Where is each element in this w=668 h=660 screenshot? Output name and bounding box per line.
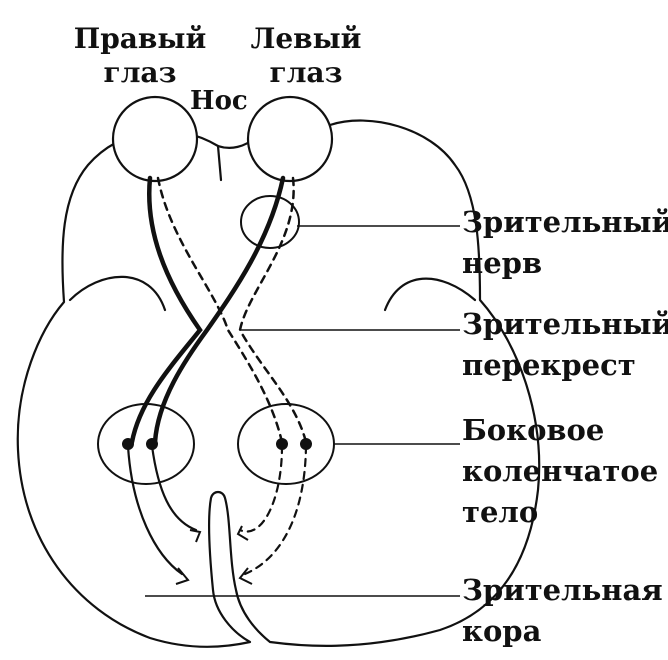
optic-nerve-label: Зрительный нерв [462, 202, 668, 284]
radiation-dashed-2 [243, 444, 308, 576]
optic-nerve-label-line1: Зрительный [462, 205, 668, 239]
visual-cortex-label: Зрительная кора [462, 570, 663, 652]
optic-chiasm-label-line1: Зрительный [462, 307, 668, 341]
nose-label: Нос [190, 86, 248, 116]
right-eye [111, 95, 199, 183]
optic-nerve-label-line2: нерв [462, 246, 543, 280]
fork-1 [175, 567, 190, 585]
lgn-label-line2: коленчатое [462, 454, 659, 488]
lgn-dot-2 [146, 438, 158, 450]
brain-outline [16, 119, 541, 648]
right-eye-label: Правый глаз [70, 22, 210, 90]
lgn-dot-3 [276, 438, 288, 450]
visual-cortex-label-line1: Зрительная [462, 573, 663, 607]
lgn-dot-1 [122, 438, 134, 450]
optic-chiasm-label-line2: перекрест [462, 348, 636, 382]
left-eye-label-line1: Левый [250, 22, 362, 55]
lgn-label-line3: тело [462, 495, 539, 529]
radiation-solid-inner [150, 444, 198, 532]
lgn-label-line1: Боковое [462, 413, 605, 447]
optic-nerve-highlight [240, 195, 300, 249]
right-eye-label-line1: Правый [73, 22, 207, 55]
right-eye-label-line2: глаз [103, 56, 177, 89]
solid-pathway-inner [152, 175, 286, 445]
optic-chiasm-label: Зрительный перекрест [462, 304, 668, 386]
right-temporal-curve [68, 275, 167, 312]
fork-4 [238, 567, 253, 585]
radiation-dashed-1 [238, 444, 284, 533]
left-eye-label: Левый глаз [236, 22, 376, 90]
left-eye [246, 95, 334, 183]
left-temporal-curve [383, 277, 477, 312]
dashed-pathway-crossing [156, 176, 284, 444]
radiation-solid-outer [126, 444, 184, 576]
fork-2 [189, 529, 202, 543]
visual-cortex-label-line2: кора [462, 614, 542, 648]
solid-pathway-outer [129, 175, 203, 445]
midline [216, 144, 223, 182]
lgn-label: Боковое коленчатое тело [462, 410, 658, 533]
lgn-dot-4 [300, 438, 312, 450]
left-eye-label-line2: глаз [269, 56, 343, 89]
fork-3 [236, 525, 249, 541]
